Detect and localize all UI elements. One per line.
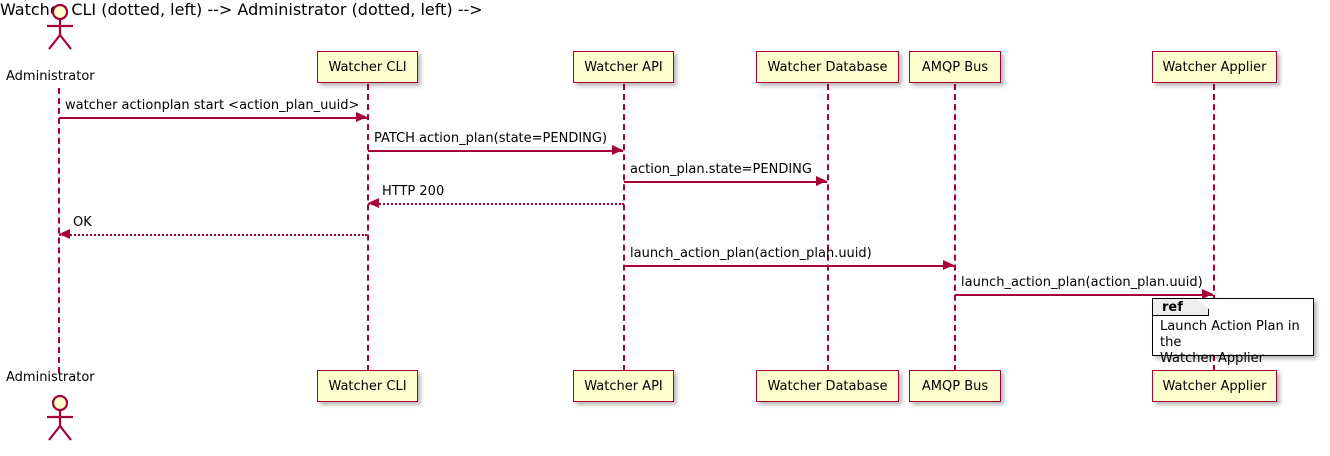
participant-box-watcher-applier-top[interactable]: Watcher Applier	[1152, 51, 1277, 83]
message-line	[624, 181, 827, 183]
message-label: PATCH action_plan(state=PENDING)	[374, 131, 608, 146]
actor-administrator-top	[47, 3, 73, 50]
lifeline-amqp-bus	[954, 84, 956, 371]
message-label: watcher actionplan start <action_plan_uu…	[65, 98, 360, 113]
ref-fragment-tab-label: ref	[1153, 299, 1209, 316]
message-label: launch_action_plan(action_plan.uuid)	[630, 246, 872, 261]
lifeline-watcher-cli	[367, 84, 369, 371]
arrowhead-right-icon	[816, 176, 827, 186]
lifeline-watcher-api	[623, 84, 625, 371]
arrowhead-right-icon	[1202, 289, 1213, 299]
message-line	[59, 117, 367, 119]
message-line	[955, 294, 1213, 296]
actor-label-administrator-bottom: Administrator	[6, 370, 95, 385]
participant-box-watcher-cli-bottom[interactable]: Watcher CLI	[317, 370, 418, 402]
message-label: OK	[73, 215, 92, 230]
participant-box-watcher-api-bottom[interactable]: Watcher API	[573, 370, 674, 402]
message-label: HTTP 200	[382, 184, 445, 199]
arrowhead-right-icon	[356, 112, 367, 122]
participant-box-watcher-applier-bottom[interactable]: Watcher Applier	[1152, 370, 1277, 402]
actor-administrator-bottom	[47, 394, 73, 441]
participant-box-watcher-api-top[interactable]: Watcher API	[573, 51, 674, 83]
message-line	[368, 203, 624, 205]
lifeline-watcher-applier	[1213, 84, 1215, 371]
participant-box-watcher-cli-top[interactable]: Watcher CLI	[317, 51, 418, 83]
participant-box-amqp-bus-top[interactable]: AMQP Bus	[909, 51, 1001, 83]
message-label: action_plan.state=PENDING	[630, 162, 812, 177]
message-line	[368, 150, 623, 152]
actor-label-administrator-top: Administrator	[6, 69, 95, 84]
arrowhead-left-icon	[59, 229, 70, 239]
message-label: launch_action_plan(action_plan.uuid)	[961, 275, 1203, 290]
arrowhead-right-icon	[943, 260, 954, 270]
participant-box-watcher-database-top[interactable]: Watcher Database	[756, 51, 899, 83]
participant-box-watcher-database-bottom[interactable]: Watcher Database	[756, 370, 899, 402]
arrowhead-right-icon	[612, 145, 623, 155]
ref-fragment: ref Launch Action Plan in the Watcher Ap…	[1152, 298, 1314, 366]
message-line	[59, 234, 367, 236]
message-line	[624, 265, 954, 267]
arrowhead-left-icon	[368, 198, 379, 208]
participant-box-amqp-bus-bottom[interactable]: AMQP Bus	[909, 370, 1001, 402]
ref-fragment-body-text: Launch Action Plan in the Watcher Applie…	[1160, 319, 1300, 366]
lifeline-watcher-database	[827, 84, 829, 371]
